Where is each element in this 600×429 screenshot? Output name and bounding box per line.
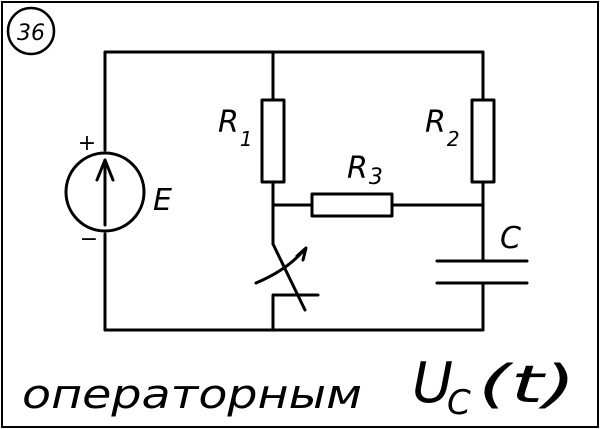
task-quantity: U C (t)	[412, 351, 576, 423]
wire-top	[103, 50, 485, 152]
resistor-r1: R1	[218, 98, 286, 184]
svg-text:U: U	[412, 351, 453, 416]
source-plus: +	[78, 131, 96, 156]
task-method: операторным	[22, 372, 362, 418]
r1-label: R1	[218, 105, 253, 151]
source-minus: −	[80, 227, 98, 252]
problem-number-badge: 36	[6, 6, 56, 56]
svg-text:C: C	[447, 383, 471, 423]
wires	[103, 50, 485, 332]
resistor-r3: R3	[310, 151, 394, 218]
voltage-source: + − E	[64, 131, 172, 252]
switch	[254, 242, 320, 332]
source-label: E	[153, 183, 172, 218]
problem-number: 36	[17, 21, 45, 46]
svg-text:(t): (t)	[478, 355, 576, 415]
resistor-r2: R2	[425, 98, 496, 184]
r2-label: R2	[425, 105, 460, 151]
capacitor: C	[435, 221, 529, 285]
r3-label: R3	[347, 151, 383, 190]
capacitor-label: C	[500, 221, 521, 256]
